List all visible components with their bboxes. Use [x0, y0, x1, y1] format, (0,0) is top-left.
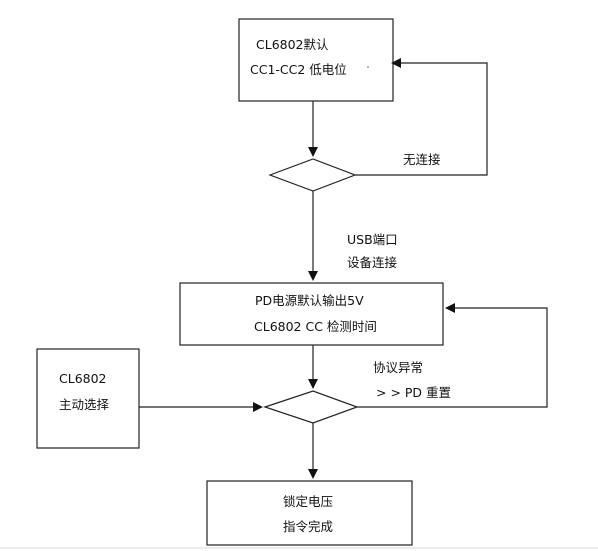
- protocol-exception-label: 协议异常: [373, 360, 423, 375]
- pd-output-line2: CL6802 CC 检测时间: [254, 319, 377, 334]
- default-low-line1: CL6802默认: [256, 37, 329, 52]
- device-connected-label: 设备连接: [347, 255, 398, 270]
- no-connection-label: 无连接: [403, 152, 441, 167]
- pd-default-output-box: PD电源默认输出5V CL6802 CC 检测时间: [179, 282, 444, 346]
- pd-output-line1: PD电源默认输出5V: [255, 293, 364, 308]
- active-select-line1: CL6802: [59, 371, 107, 386]
- lock-voltage-line2: 指令完成: [283, 519, 333, 534]
- active-select-box: CL6802 主动选择: [36, 348, 140, 449]
- minor-dot: [367, 66, 369, 68]
- lock-voltage-box: 锁定电压 指令完成: [206, 480, 413, 546]
- connect-decision-diamond: [268, 158, 357, 192]
- protocol-decision-diamond: [263, 390, 359, 424]
- default-low-box: CL6802默认 CC1-CC2 低电位: [238, 18, 394, 102]
- usb-port-label: USB端口: [347, 232, 398, 247]
- default-low-line2: CC1-CC2 低电位: [250, 62, 347, 77]
- loop-pd-reset: [357, 303, 548, 408]
- lock-voltage-line1: 锁定电压: [283, 494, 333, 509]
- pd-reset-label: > > PD 重置: [376, 385, 451, 400]
- active-select-line2: 主动选择: [59, 397, 110, 412]
- loop-no-connection: [355, 58, 488, 176]
